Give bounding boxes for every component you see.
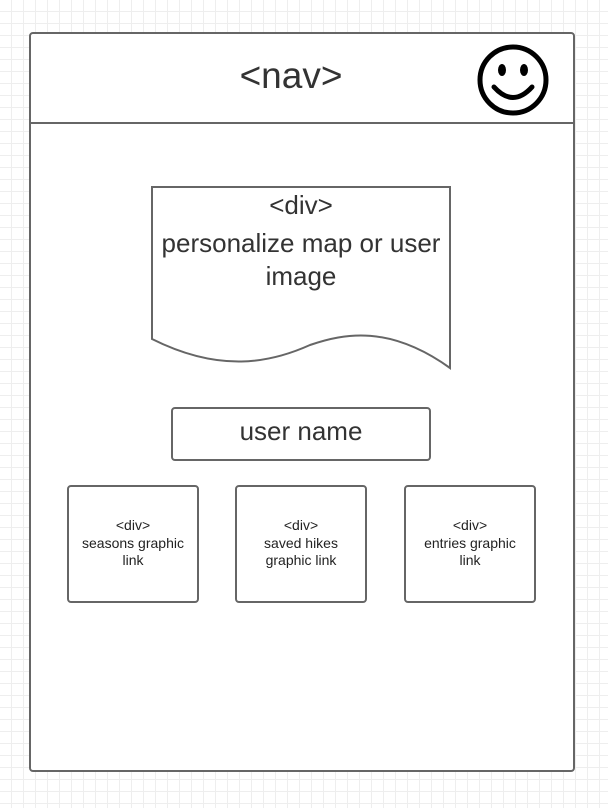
smiley-face-icon[interactable] [475,42,551,118]
card-description: seasons graphic link [82,534,184,569]
seasons-link-text: <div> seasons graphic link [75,517,191,570]
placeholder-tag: <div> [269,190,333,220]
card-tag: <div> [452,517,488,533]
saved-hikes-link-text: <div> saved hikes graphic link [243,517,359,570]
card-description: entries graphic link [424,534,516,569]
seasons-link-card[interactable]: <div> seasons graphic link [67,485,199,603]
card-tag: <div> [115,517,151,533]
profile-image-placeholder: <div> personalize map or user image [150,185,452,372]
card-description: saved hikes graphic link [264,534,338,569]
nav-bar: <nav> [31,34,573,124]
saved-hikes-link-card[interactable]: <div> saved hikes graphic link [235,485,367,603]
document-shape [151,186,451,370]
entries-link-card[interactable]: <div> entries graphic link [404,485,536,603]
entries-link-text: <div> entries graphic link [412,517,528,570]
user-name-label: user name [239,416,363,446]
user-name-box: user name [171,407,431,461]
page-frame: <nav> [29,32,575,772]
placeholder-description: personalize map or user image [161,228,441,291]
card-tag: <div> [283,517,319,533]
nav-label: <nav> [239,55,343,96]
